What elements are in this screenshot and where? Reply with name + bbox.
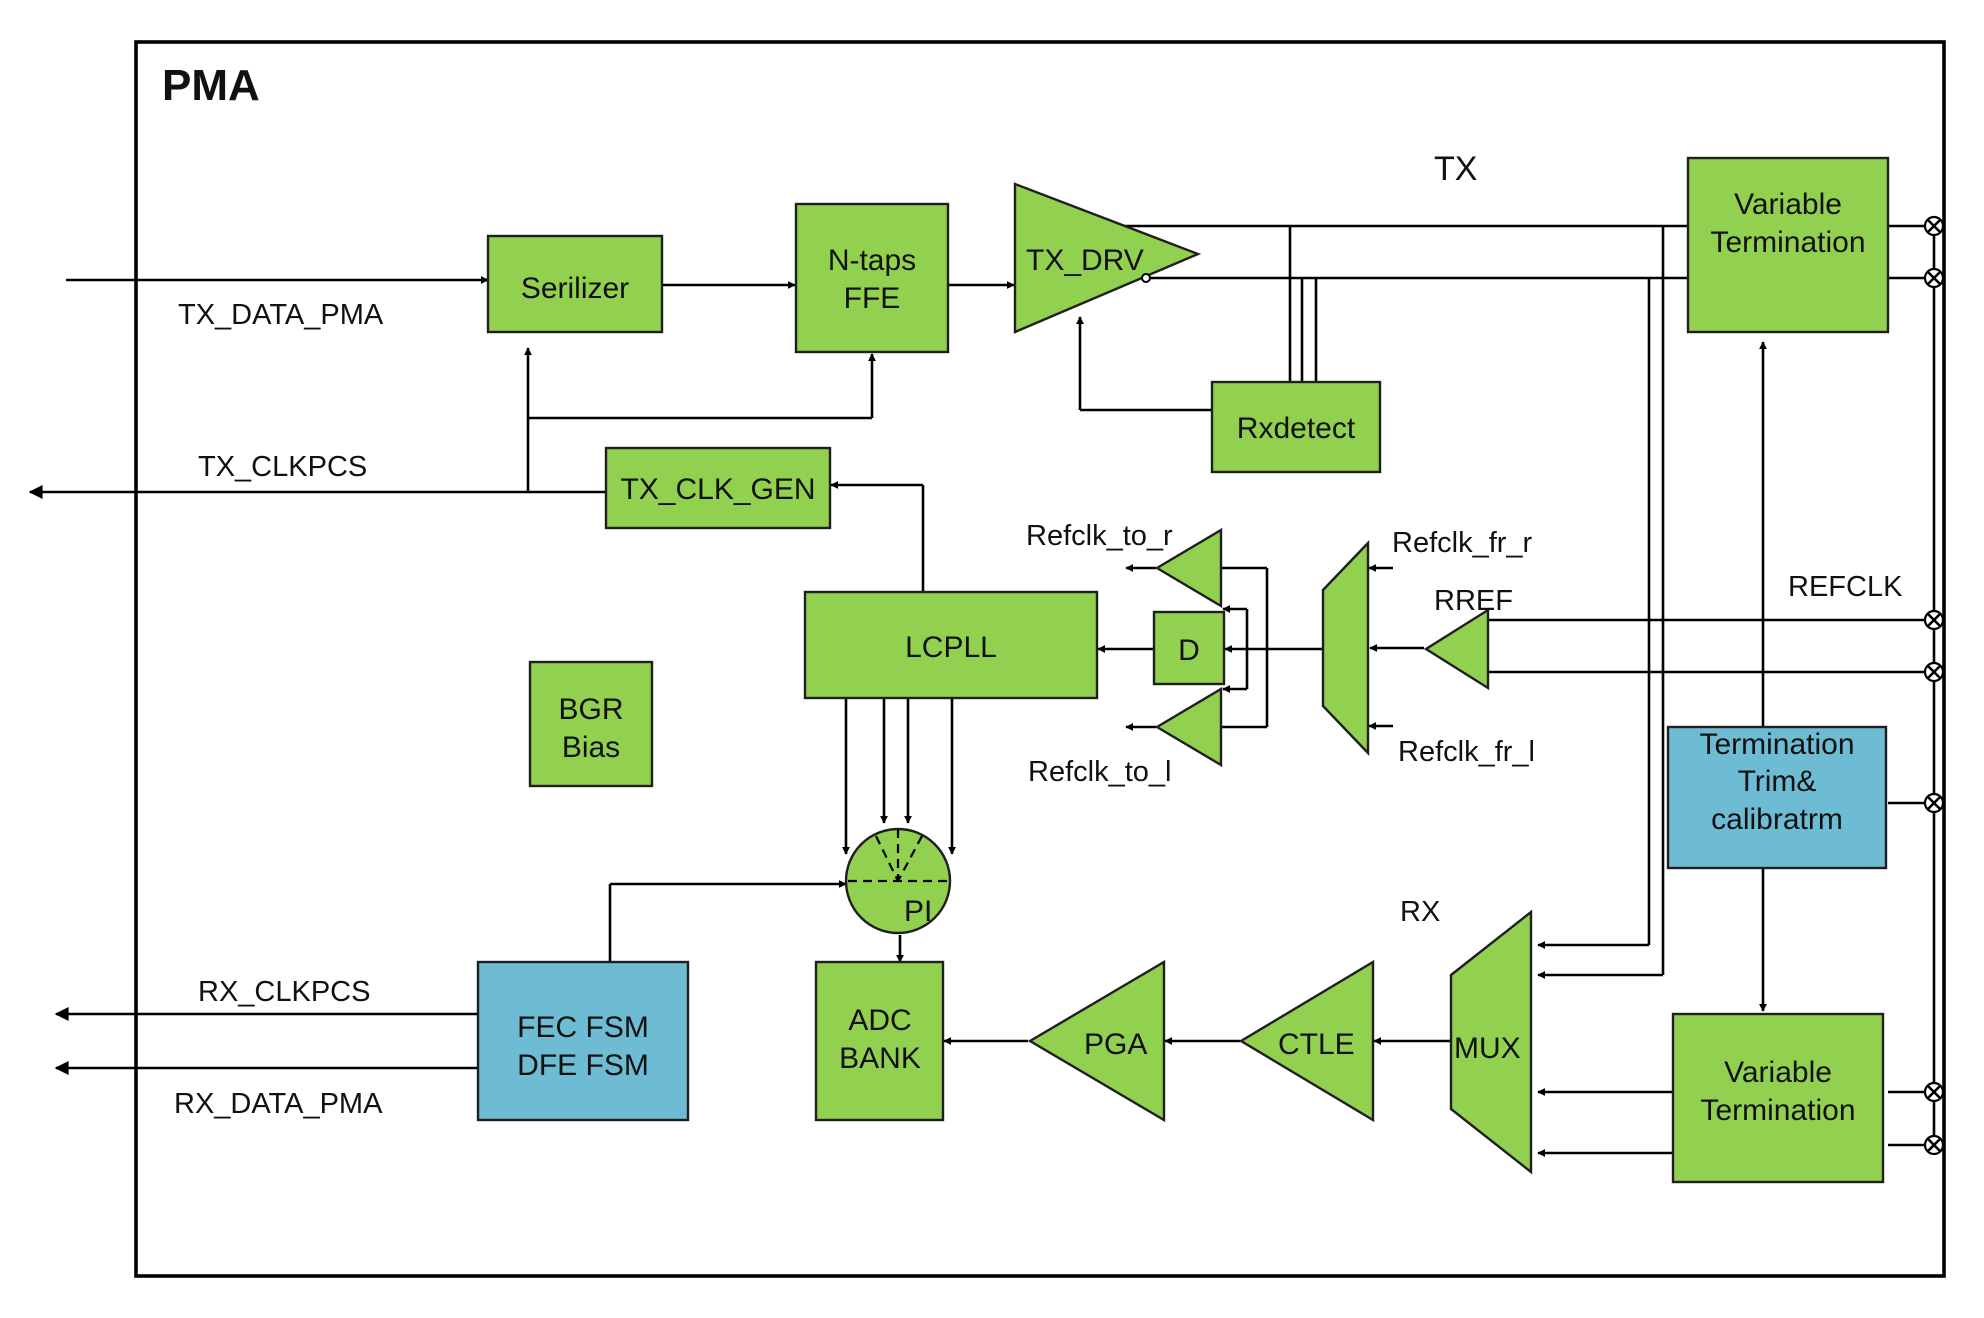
svg-text:calibratrm: calibratrm: [1711, 803, 1843, 836]
svg-text:LCPLL: LCPLL: [905, 631, 997, 664]
svg-text:PGA: PGA: [1084, 1028, 1147, 1061]
lcpll-block: LCPLL: [803, 590, 1099, 700]
svg-text:BGR: BGR: [558, 693, 623, 726]
svg-text:FFE: FFE: [844, 282, 901, 315]
label-refclk-fr-l: Refclk_fr_l: [1398, 736, 1535, 768]
svg-text:Bias: Bias: [562, 731, 620, 764]
io-pins: [1923, 215, 1945, 1156]
label-rx-data-pma: RX_DATA_PMA: [174, 1088, 383, 1120]
svg-text:Variable: Variable: [1724, 1056, 1832, 1089]
ffe-block: N-taps FFE: [794, 202, 950, 354]
label-refclk-to-r: Refclk_to_r: [1026, 520, 1173, 552]
svg-text:TX_DRV: TX_DRV: [1026, 244, 1144, 277]
svg-text:D: D: [1178, 634, 1200, 667]
refclk-select-mux: [1321, 540, 1370, 756]
termination-trim-block: Termination Trim& calibratrm: [1666, 725, 1888, 870]
tx-clk-gen-block: TX_CLK_GEN: [604, 446, 832, 530]
phase-interpolator: PI: [844, 827, 952, 935]
serializer-block: Serilizer: [486, 234, 664, 334]
svg-text:Termination: Termination: [1710, 226, 1865, 259]
pga-amplifier: PGA: [1027, 959, 1166, 1123]
rx-mux: MUX: [1449, 909, 1533, 1175]
variable-termination-rx: Variable Termination: [1671, 1012, 1885, 1184]
label-tx-clkpcs: TX_CLKPCS: [198, 451, 367, 483]
label-refclk-to-l: Refclk_to_l: [1028, 756, 1171, 788]
svg-text:N-taps: N-taps: [828, 244, 916, 277]
svg-text:Rxdetect: Rxdetect: [1237, 412, 1356, 445]
pma-title: PMA: [162, 61, 260, 110]
svg-text:Termination: Termination: [1699, 728, 1854, 761]
pin-rref: [1923, 792, 1945, 814]
svg-text:Variable: Variable: [1734, 188, 1842, 221]
ctle-amplifier: CTLE: [1238, 959, 1375, 1123]
svg-text:MUX: MUX: [1454, 1032, 1521, 1065]
pin-refclk-n: [1923, 661, 1945, 683]
svg-text:ADC: ADC: [848, 1004, 911, 1037]
variable-termination-tx: Variable Termination: [1686, 156, 1890, 334]
adc-bank-block: ADC BANK: [814, 960, 945, 1122]
svg-text:CTLE: CTLE: [1278, 1028, 1355, 1061]
refclk-input-buffer: [1423, 607, 1490, 691]
label-tx-data-pma: TX_DATA_PMA: [178, 299, 384, 331]
pin-tx-n: [1923, 267, 1945, 289]
pin-rx-p: [1923, 1081, 1945, 1103]
rxdetect-block: Rxdetect: [1210, 380, 1382, 474]
fec-dfe-fsm-block: FEC FSM DFE FSM: [476, 960, 690, 1122]
label-rx: RX: [1400, 896, 1440, 928]
svg-text:BANK: BANK: [839, 1042, 921, 1075]
svg-text:Trim&: Trim&: [1738, 765, 1817, 798]
pma-frame: [134, 40, 1946, 1278]
svg-text:FEC FSM: FEC FSM: [517, 1011, 649, 1044]
label-rx-clkpcs: RX_CLKPCS: [198, 976, 370, 1008]
pin-refclk-p: [1923, 609, 1945, 631]
svg-text:PI: PI: [904, 895, 932, 928]
label-refclk: REFCLK: [1788, 571, 1903, 603]
svg-text:Termination: Termination: [1700, 1094, 1855, 1127]
wires: [28, 224, 1936, 1157]
label-refclk-fr-r: Refclk_fr_r: [1392, 527, 1533, 559]
refclk-to-r-buffer: [1154, 527, 1223, 609]
label-rref: RREF: [1434, 585, 1513, 617]
pin-tx-p: [1923, 215, 1945, 237]
tx-driver: TX_DRV: [1013, 182, 1202, 334]
bgr-bias-block: BGR Bias: [528, 660, 654, 788]
label-tx: TX: [1434, 150, 1477, 188]
refclk-to-l-buffer: [1154, 686, 1223, 768]
svg-text:Serilizer: Serilizer: [521, 272, 629, 305]
pin-rx-n: [1923, 1134, 1945, 1156]
svg-text:TX_CLK_GEN: TX_CLK_GEN: [620, 473, 815, 506]
svg-text:DFE FSM: DFE FSM: [517, 1049, 649, 1082]
d-block: D: [1152, 610, 1226, 686]
